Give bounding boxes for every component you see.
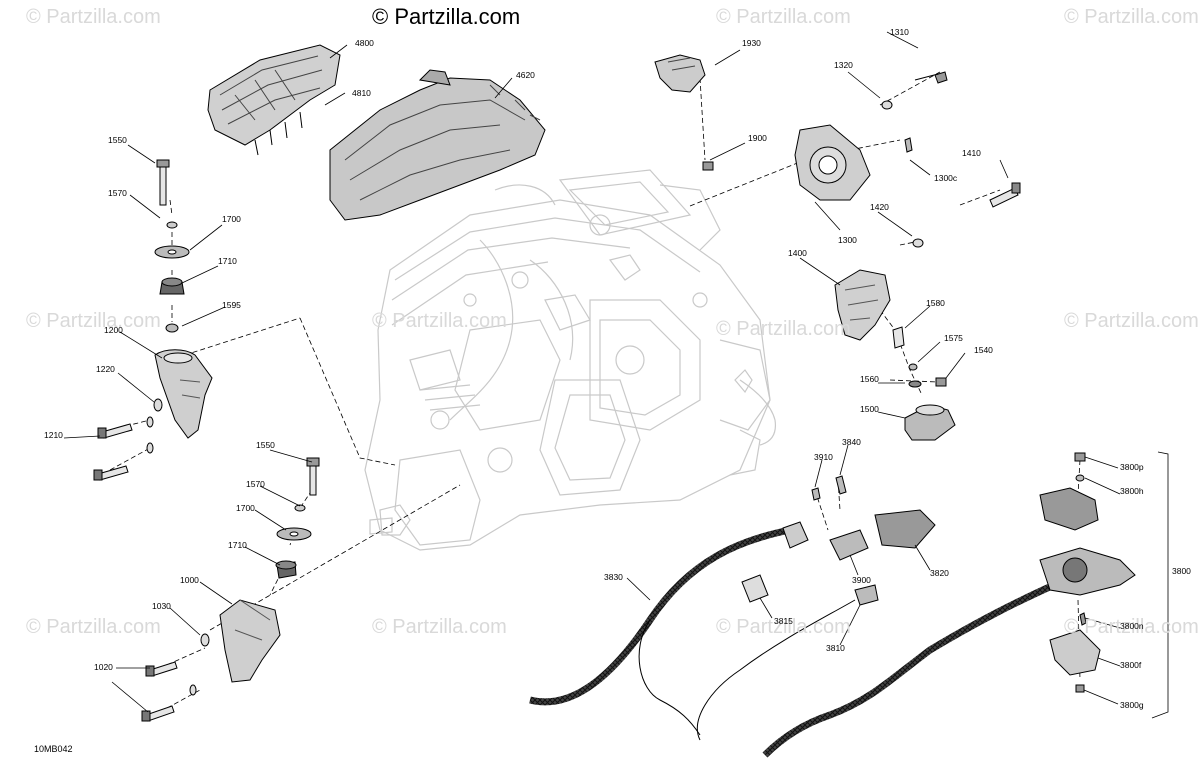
callout-label[interactable]: 1575 bbox=[944, 333, 963, 343]
callout-label[interactable]: 1030 bbox=[152, 601, 171, 611]
callout-label[interactable]: 3815 bbox=[774, 616, 793, 626]
callout-label[interactable]: 3830 bbox=[604, 572, 623, 582]
watermark: © Partzilla.com bbox=[1064, 310, 1199, 332]
callout-label[interactable]: 1900 bbox=[748, 133, 767, 143]
watermark: © Partzilla.com bbox=[1064, 616, 1199, 638]
callout-label[interactable]: 1300c bbox=[934, 173, 958, 183]
callout-label[interactable]: 1020 bbox=[94, 662, 113, 672]
callout-label[interactable]: 1310 bbox=[890, 27, 909, 37]
callout-label[interactable]: 1200 bbox=[104, 325, 123, 335]
callout-label[interactable]: 1700 bbox=[222, 214, 241, 224]
page-title: © Partzilla.com bbox=[372, 4, 521, 29]
callout-label[interactable]: 3910 bbox=[814, 452, 833, 462]
callout-label[interactable]: 1595 bbox=[222, 300, 241, 310]
callout-label[interactable]: 3800n bbox=[1120, 621, 1144, 631]
lower-left-mount-stack bbox=[141, 457, 320, 722]
top-cover-4800 bbox=[207, 44, 341, 156]
callout-label[interactable]: 1000 bbox=[180, 575, 199, 585]
connector-parts bbox=[741, 452, 1136, 693]
wire-3810 bbox=[696, 599, 856, 741]
watermark: © Partzilla.com bbox=[26, 310, 161, 332]
callout-label[interactable]: 4800 bbox=[355, 38, 374, 48]
callout-leaders bbox=[63, 31, 1121, 713]
callout-label[interactable]: 1210 bbox=[44, 430, 63, 440]
upper-left-mount-stack bbox=[93, 159, 213, 481]
watermark: © Partzilla.com bbox=[26, 6, 161, 28]
callout-label[interactable]: 3820 bbox=[930, 568, 949, 578]
watermark: © Partzilla.com bbox=[26, 616, 161, 638]
callout-label[interactable]: 1710 bbox=[218, 256, 237, 266]
group-bracket-3800 bbox=[1151, 451, 1169, 719]
callout-label[interactable]: 3800p bbox=[1120, 462, 1144, 472]
watermark: © Partzilla.com bbox=[716, 318, 851, 340]
callout-label[interactable]: 4810 bbox=[352, 88, 371, 98]
callout-label[interactable]: 3800 bbox=[1172, 566, 1191, 576]
callout-label[interactable]: 1540 bbox=[974, 345, 993, 355]
watermark: © Partzilla.com bbox=[372, 310, 507, 332]
callout-label[interactable]: 1420 bbox=[870, 202, 889, 212]
callout-label[interactable]: 3810 bbox=[826, 643, 845, 653]
callout-label[interactable]: 4620 bbox=[516, 70, 535, 80]
callout-label[interactable]: 1300 bbox=[838, 235, 857, 245]
callout-label[interactable]: 1410 bbox=[962, 148, 981, 158]
callout-label[interactable]: 3840 bbox=[842, 437, 861, 447]
wiring-harness-3800 bbox=[762, 576, 1067, 758]
watermark: © Partzilla.com bbox=[716, 616, 851, 638]
callout-label[interactable]: 1220 bbox=[96, 364, 115, 374]
callout-label[interactable]: 1400 bbox=[788, 248, 807, 258]
throttle-body-1300 bbox=[794, 71, 1021, 248]
callout-label[interactable]: 3800f bbox=[1120, 660, 1142, 670]
callout-label[interactable]: 1700 bbox=[236, 503, 255, 513]
watermark: © Partzilla.com bbox=[372, 616, 507, 638]
callout-label[interactable]: 3900 bbox=[852, 575, 871, 585]
callout-label[interactable]: 1570 bbox=[246, 479, 265, 489]
engine-mount-1400 bbox=[834, 269, 956, 441]
callout-label[interactable]: 3800h bbox=[1120, 486, 1144, 496]
diagram-code: 10MB042 bbox=[34, 744, 73, 754]
callout-label[interactable]: 1500 bbox=[860, 404, 879, 414]
callout-label[interactable]: 1550 bbox=[256, 440, 275, 450]
callout-label[interactable]: 1560 bbox=[860, 374, 879, 384]
watermark: © Partzilla.com bbox=[716, 6, 851, 28]
engine-assembly bbox=[364, 169, 777, 551]
callout-label[interactable]: 1570 bbox=[108, 188, 127, 198]
callout-label[interactable]: 1320 bbox=[834, 60, 853, 70]
bracket-4620 bbox=[329, 69, 546, 221]
wiring-harness-3830 bbox=[529, 526, 791, 736]
callout-label[interactable]: 1930 bbox=[742, 38, 761, 48]
sensor-bracket-1930 bbox=[654, 54, 714, 171]
callout-label[interactable]: 1580 bbox=[926, 298, 945, 308]
callout-label[interactable]: 1710 bbox=[228, 540, 247, 550]
watermark: © Partzilla.com bbox=[1064, 6, 1199, 28]
callout-label[interactable]: 3800g bbox=[1120, 700, 1144, 710]
callout-label[interactable]: 1550 bbox=[108, 135, 127, 145]
